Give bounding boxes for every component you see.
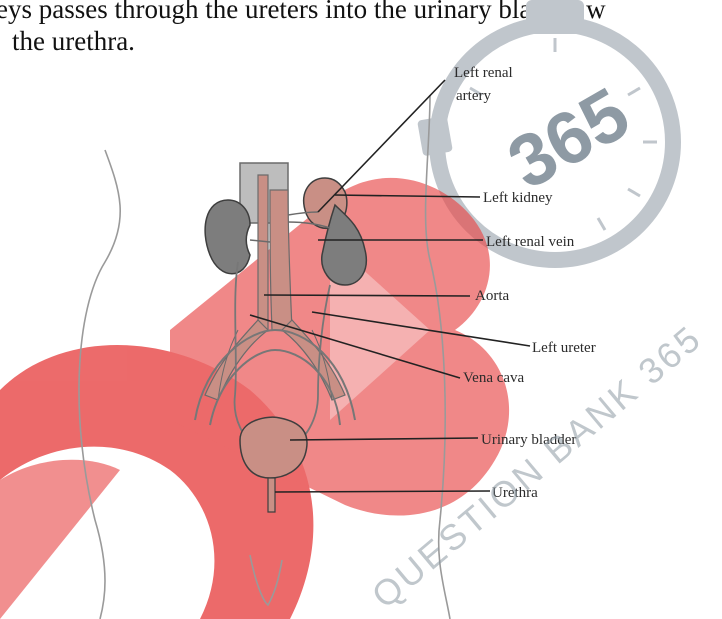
label-left-renal-artery-line2: artery: [456, 88, 491, 104]
watermark-logo-number: 365: [494, 71, 642, 205]
label-left-ureter: Left ureter: [532, 340, 596, 356]
label-vena-cava: Vena cava: [463, 370, 525, 386]
label-left-kidney: Left kidney: [483, 190, 553, 206]
label-left-renal-artery-line1: Left renal: [454, 65, 513, 81]
right-kidney: [205, 200, 250, 274]
label-left-renal-vein: Left renal vein: [486, 234, 575, 250]
urethra: [268, 478, 275, 512]
label-aorta: Aorta: [475, 288, 509, 304]
